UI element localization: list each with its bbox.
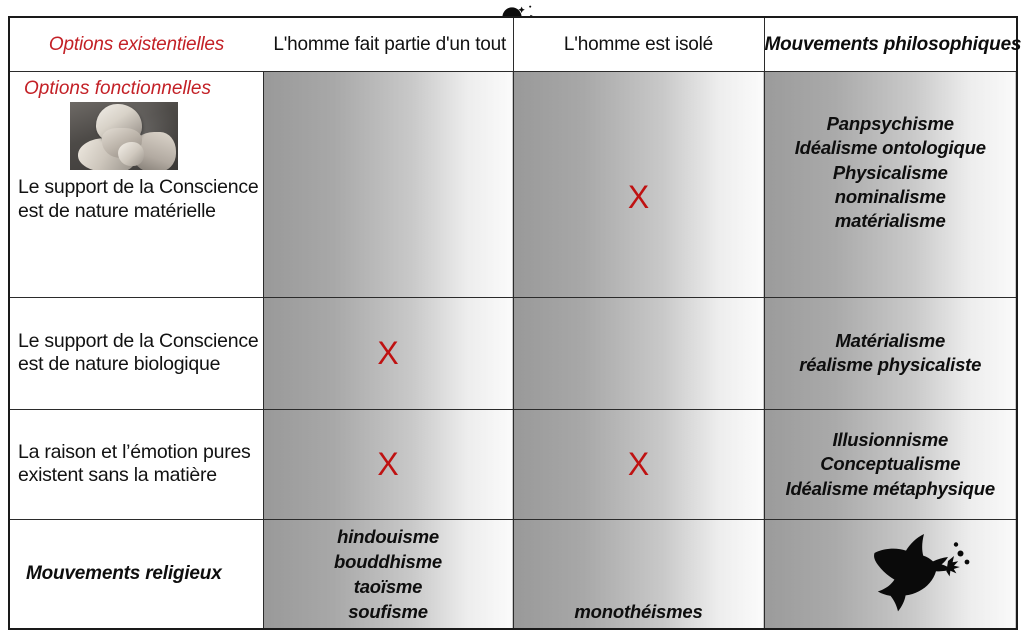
row-3-label-line1: La raison et l’émotion pures xyxy=(18,440,251,463)
list-item: Idéalisme ontologique xyxy=(794,137,986,159)
header-col-whole-label: L'homme fait partie d'un tout xyxy=(273,33,507,55)
list-item: Illusionnisme xyxy=(832,428,949,450)
religion-list-whole: hindouisme bouddhisme taoïsme soufisme xyxy=(264,524,513,625)
row-1-philosophies-cell: Panpsychisme Idéalisme ontologique Physi… xyxy=(763,71,1018,299)
table-row: Le support de la Conscience est de natur… xyxy=(8,297,1018,410)
table-row: Options fonctionnelles Le support de la … xyxy=(8,71,1018,299)
row-3-isolated-mark: X xyxy=(627,446,650,483)
list-item: nominalisme xyxy=(834,185,946,207)
religion-list-isolated: monothéismes xyxy=(514,520,764,628)
row-3-philosophy-list: Illusionnisme Conceptualisme Idéalisme m… xyxy=(765,428,1017,501)
list-item: hindouisme xyxy=(337,525,439,547)
header-options-existentielles: Options existentielles xyxy=(48,33,225,55)
row-3-label-line2: existent sans la matière xyxy=(18,464,217,487)
list-item: Matérialisme xyxy=(835,330,946,352)
header-col-whole: L'homme fait partie d'un tout xyxy=(263,17,514,73)
mouvements-religieux-label: Mouvements religieux xyxy=(26,563,222,585)
religious-row-label-cell: Mouvements religieux xyxy=(8,519,264,630)
religious-isolated-cell: monothéismes xyxy=(512,519,765,630)
header-col-isolated: L'homme est isolé xyxy=(512,17,765,73)
list-item: Conceptualisme xyxy=(820,453,961,475)
religious-whole-cell: hindouisme bouddhisme taoïsme soufisme xyxy=(262,519,514,630)
religious-icon-cell xyxy=(763,519,1018,630)
row-1-isolated-cell[interactable]: X xyxy=(512,71,765,299)
list-item: Physicalisme xyxy=(832,161,948,183)
row-1-isolated-mark: X xyxy=(627,178,650,215)
header-col-philosophies: Mouvements philosophiques xyxy=(763,17,1022,73)
row-2-isolated-cell[interactable] xyxy=(512,297,765,410)
row-1-label-line2: est de nature matérielle xyxy=(18,199,216,222)
row-1-label-line1: Le support de la Conscience xyxy=(18,176,259,199)
list-item: Idéalisme métaphysique xyxy=(785,477,996,499)
table-row-religious: Mouvements religieux hindouisme bouddhis… xyxy=(8,519,1018,630)
options-fonctionnelles-label: Options fonctionnelles xyxy=(24,78,211,100)
dove-peace-icon xyxy=(765,520,1017,628)
header-col-isolated-label: L'homme est isolé xyxy=(563,33,714,55)
list-item: Panpsychisme xyxy=(826,112,954,134)
list-item: taoïsme xyxy=(353,576,423,598)
row-1-label-cell: Options fonctionnelles Le support de la … xyxy=(8,71,264,299)
table-row: La raison et l’émotion pures existent sa… xyxy=(8,408,1018,521)
header-col-philosophies-label: Mouvements philosophiques xyxy=(764,33,1022,55)
statue-philosopher-photo xyxy=(70,102,178,171)
row-2-label-cell: Le support de la Conscience est de natur… xyxy=(8,297,264,410)
row-2-philosophy-list: Matérialisme réalisme physicaliste xyxy=(765,329,1017,378)
row-3-philosophies-cell: Illusionnisme Conceptualisme Idéalisme m… xyxy=(763,408,1018,521)
list-item: matérialisme xyxy=(834,210,946,232)
row-2-philosophies-cell: Matérialisme réalisme physicaliste xyxy=(763,297,1018,410)
list-item: monothéismes xyxy=(574,600,703,622)
row-3-whole-cell[interactable]: X xyxy=(262,408,514,521)
philosophy-matrix-table: Options existentielles L'homme fait part… xyxy=(8,16,1022,630)
row-2-whole-cell[interactable]: X xyxy=(262,297,514,410)
row-3-label-cell: La raison et l’émotion pures existent sa… xyxy=(8,408,264,521)
list-item: soufisme xyxy=(348,601,428,623)
row-3-whole-mark: X xyxy=(377,446,399,483)
row-3-isolated-cell[interactable]: X xyxy=(512,408,765,521)
row-2-whole-mark: X xyxy=(377,335,399,372)
row-2-label-line1: Le support de la Conscience xyxy=(18,329,259,352)
list-item: réalisme physicaliste xyxy=(799,354,982,376)
row-2-label-line2: est de nature biologique xyxy=(18,353,221,376)
header-corner-cell: Options existentielles xyxy=(8,17,263,73)
table-header-row: Options existentielles L'homme fait part… xyxy=(8,17,1022,73)
row-1-whole-cell[interactable] xyxy=(262,71,514,299)
list-item: bouddhisme xyxy=(334,550,442,572)
row-1-philosophy-list: Panpsychisme Idéalisme ontologique Physi… xyxy=(765,112,1017,234)
